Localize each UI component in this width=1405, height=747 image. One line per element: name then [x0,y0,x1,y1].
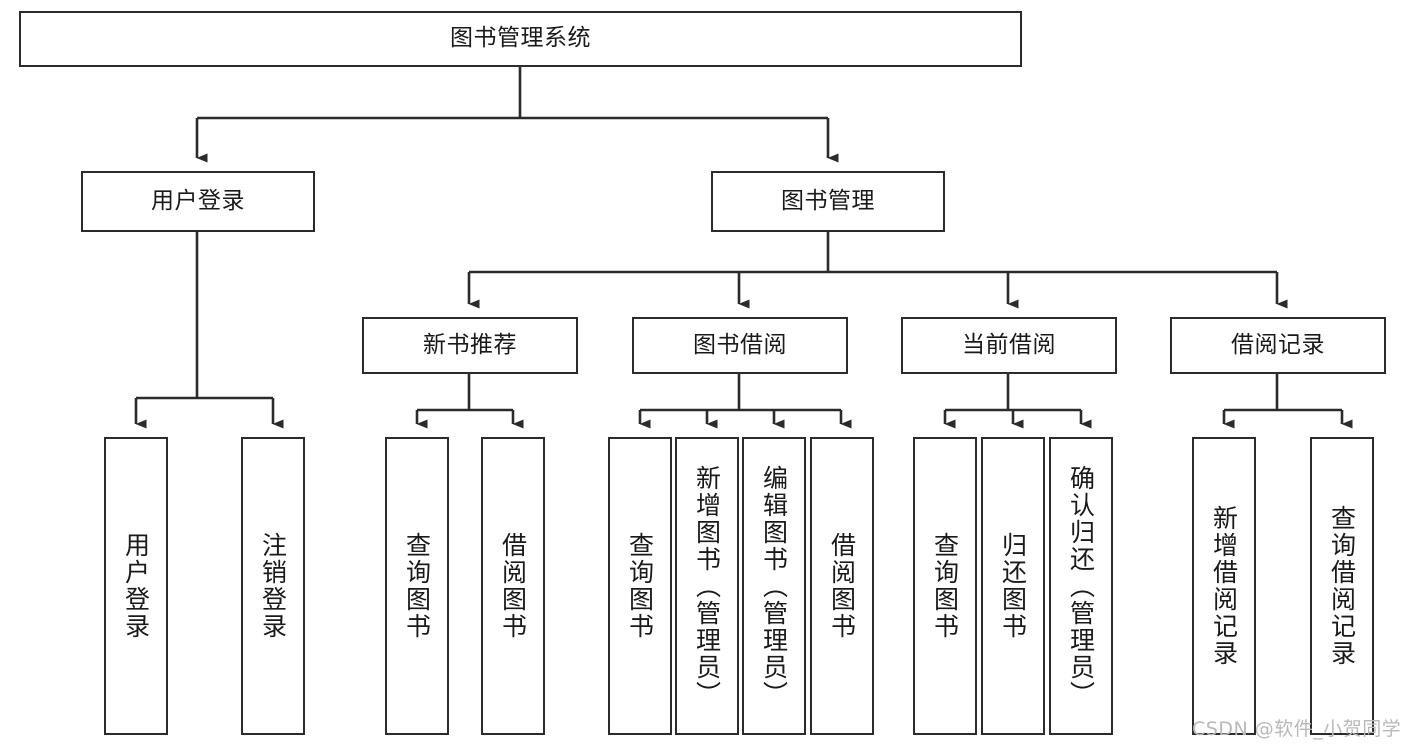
node-leaf-query-book-1-label: 查询图书 [402,532,432,640]
node-leaf-user-logout[interactable]: 注销登录 [241,437,305,735]
node-leaf-confirm-return-label: 确认归还（管理员） [1066,464,1096,708]
node-leaf-query-book-2[interactable]: 查询图书 [608,437,672,735]
node-borrow-record[interactable]: 借阅记录 [1170,317,1386,374]
node-leaf-borrow-book-1[interactable]: 借阅图书 [481,437,545,735]
node-new-book-recommend[interactable]: 新书推荐 [362,317,578,374]
node-book-borrow[interactable]: 图书借阅 [632,317,848,374]
node-leaf-query-book-2-label: 查询图书 [625,532,655,640]
node-leaf-query-book-1[interactable]: 查询图书 [385,437,449,735]
node-book-manage[interactable]: 图书管理 [711,171,945,232]
node-leaf-query-record-label: 查询借阅记录 [1327,505,1357,667]
node-leaf-user-logout-label: 注销登录 [258,532,288,640]
node-root[interactable]: 图书管理系统 [19,11,1022,67]
node-borrow-record-label: 借阅记录 [1231,331,1325,358]
node-leaf-borrow-book-2-label: 借阅图书 [827,532,857,640]
node-book-borrow-label: 图书借阅 [693,331,787,358]
node-leaf-query-book-3-label: 查询图书 [930,532,960,640]
node-leaf-add-book[interactable]: 新增图书（管理员） [675,437,739,735]
node-leaf-borrow-book-2[interactable]: 借阅图书 [810,437,874,735]
watermark-text: CSDN @软件_小贺同学 [1192,718,1402,740]
node-leaf-add-record-label: 新增借阅记录 [1209,505,1239,667]
node-leaf-query-book-3[interactable]: 查询图书 [913,437,977,735]
node-root-label: 图书管理系统 [450,25,591,52]
node-leaf-add-book-label: 新增图书（管理员） [692,464,722,708]
node-leaf-user-login[interactable]: 用户登录 [104,437,168,735]
node-current-borrow-label: 当前借阅 [962,331,1056,358]
node-leaf-borrow-book-1-label: 借阅图书 [498,532,528,640]
node-leaf-user-login-label: 用户登录 [121,532,151,640]
node-user-login-label: 用户登录 [151,187,245,214]
node-leaf-return-book[interactable]: 归还图书 [981,437,1045,735]
node-leaf-add-record[interactable]: 新增借阅记录 [1192,437,1256,735]
node-leaf-confirm-return[interactable]: 确认归还（管理员） [1049,437,1113,735]
node-book-manage-label: 图书管理 [781,187,875,214]
node-leaf-query-record[interactable]: 查询借阅记录 [1310,437,1374,735]
node-current-borrow[interactable]: 当前借阅 [901,317,1117,374]
node-leaf-edit-book-label: 编辑图书（管理员） [759,464,789,708]
node-leaf-return-book-label: 归还图书 [998,532,1028,640]
node-user-login[interactable]: 用户登录 [81,171,315,232]
node-new-book-recommend-label: 新书推荐 [423,331,517,358]
node-leaf-edit-book[interactable]: 编辑图书（管理员） [742,437,806,735]
